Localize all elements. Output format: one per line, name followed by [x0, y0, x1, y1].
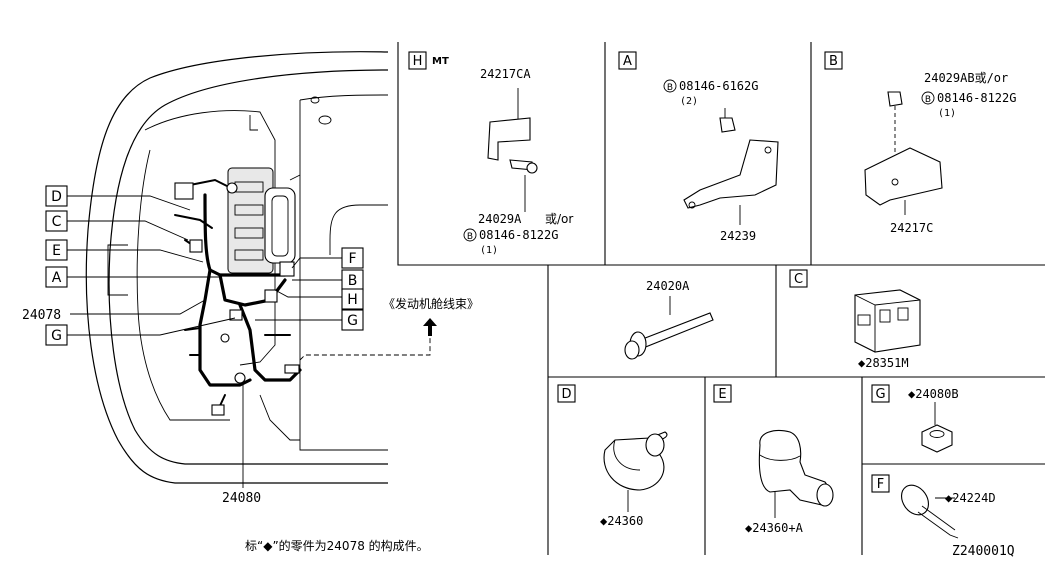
panel-C: C ◆28351M	[789, 269, 921, 370]
panel-D: D ◆24360	[557, 384, 668, 528]
footer-note: 标“◆”的零件为24078 的构成件。	[245, 538, 429, 553]
svg-text:H: H	[413, 54, 423, 69]
callout-B[interactable]: B	[341, 269, 364, 291]
panel-F: F ◆24224D	[871, 474, 996, 539]
callout-G-left[interactable]: G	[45, 324, 68, 346]
svg-text:24029A: 24029A	[478, 212, 522, 226]
svg-text:A: A	[52, 270, 62, 286]
svg-text:24020A: 24020A	[646, 279, 690, 293]
panel-E: E ◆24360+A	[713, 384, 834, 535]
svg-text:24239: 24239	[720, 229, 756, 243]
svg-text:24029AB或/or: 24029AB或/or	[924, 71, 1008, 85]
svg-text:B: B	[467, 232, 473, 242]
svg-text:08146-8122G: 08146-8122G	[937, 91, 1016, 105]
svg-text:G: G	[875, 387, 885, 402]
svg-text:G: G	[347, 313, 358, 329]
callout-A[interactable]: A	[45, 266, 68, 288]
up-arrow-icon	[423, 318, 437, 336]
svg-text:B: B	[348, 273, 358, 289]
diagram-code: Z240001Q	[952, 544, 1015, 559]
svg-text:或/or: 或/or	[545, 212, 573, 226]
svg-text:H: H	[347, 292, 358, 308]
bottom-part-number: 24080	[222, 491, 261, 506]
svg-text:MT: MT	[432, 56, 449, 67]
svg-text:◆24360: ◆24360	[600, 514, 643, 528]
panel-bolt: 24020A	[624, 279, 714, 360]
svg-text:B: B	[829, 54, 838, 69]
svg-text:C: C	[794, 272, 803, 287]
svg-text:08146-6162G: 08146-6162G	[679, 79, 758, 93]
callout-G-right[interactable]: G	[341, 309, 364, 331]
svg-text:D: D	[51, 189, 62, 205]
svg-text:B: B	[667, 83, 673, 93]
svg-text:(1): (1)	[480, 245, 498, 256]
harness-part-number: 24078	[22, 308, 61, 323]
svg-text:F: F	[348, 251, 356, 267]
panel-H: H MT 24217CA 24029A 或/or B 08146-8122G (…	[408, 51, 573, 256]
svg-text:08146-8122G: 08146-8122G	[479, 228, 558, 242]
svg-text:G: G	[51, 328, 62, 344]
callout-F[interactable]: F	[341, 247, 364, 269]
panel-G: G ◆24080B	[871, 384, 959, 453]
panel-B: B 24029AB或/or B 08146-8122G (1) 24217C	[824, 51, 1016, 235]
svg-text:E: E	[52, 243, 61, 259]
callout-H[interactable]: H	[341, 288, 364, 310]
svg-text:24217C: 24217C	[890, 221, 933, 235]
svg-text:C: C	[52, 214, 62, 230]
svg-text:24217CA: 24217CA	[480, 67, 531, 81]
svg-text:E: E	[718, 387, 726, 402]
car-body-outline	[85, 51, 389, 484]
svg-text:D: D	[561, 387, 571, 402]
battery-area	[227, 167, 296, 274]
svg-text:◆24080B: ◆24080B	[908, 387, 959, 401]
svg-text:◆24224D: ◆24224D	[945, 491, 996, 505]
panel-grid	[397, 42, 1045, 555]
callout-leaders	[67, 195, 431, 488]
panel-A: A B 08146-6162G (2) 24239	[618, 51, 779, 243]
svg-text:◆28351M: ◆28351M	[858, 356, 909, 370]
svg-text:◆24360+A: ◆24360+A	[745, 521, 804, 535]
svg-text:A: A	[623, 54, 632, 69]
callout-C[interactable]: C	[45, 210, 68, 232]
svg-text:(2): (2)	[680, 96, 698, 107]
callout-E[interactable]: E	[45, 239, 68, 261]
engine-harness-label: 《发动机舱线束》	[383, 296, 479, 311]
svg-text:B: B	[925, 95, 931, 105]
svg-text:(1): (1)	[938, 108, 956, 119]
callout-D[interactable]: D	[45, 185, 68, 207]
svg-text:F: F	[877, 477, 884, 492]
